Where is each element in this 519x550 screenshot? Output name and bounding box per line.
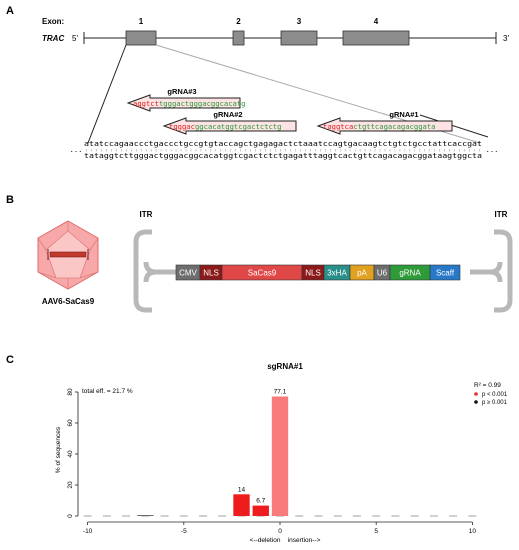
exon-2-number: 2 xyxy=(236,17,241,26)
x-tick-label: -5 xyxy=(181,528,187,535)
dna-left-ellipsis: ... xyxy=(70,146,83,154)
legend-black-dot xyxy=(474,400,478,404)
x-tick-label: 0 xyxy=(278,528,282,535)
cassette-element-label: 3xHA xyxy=(327,269,347,278)
itr-left-stem-bottom xyxy=(143,269,157,283)
cassette-element-label: gRNA xyxy=(399,269,421,278)
vector-name: AAV6-SaCas9 xyxy=(42,297,95,306)
y-axis-title: % of sequences xyxy=(55,426,62,473)
itr-right-label: ITR xyxy=(495,210,508,219)
exon-3 xyxy=(280,30,318,46)
x-tick-label: -10 xyxy=(83,528,93,535)
grna2-seq: tgggacggcacatggtcgactctctg xyxy=(169,122,282,131)
legend-nonsig: p ≥ 0.001 xyxy=(482,400,508,406)
grna2-pam: tgggac xyxy=(169,122,195,131)
aav-capsid-icon xyxy=(37,220,99,290)
y-tick-label: 0 xyxy=(67,514,74,518)
x-tick-label: 5 xyxy=(374,528,378,535)
grna1-label: gRNA#1 xyxy=(389,110,418,119)
legend-red-dot xyxy=(474,392,478,396)
exon-1 xyxy=(125,30,157,46)
bar xyxy=(252,505,269,516)
panel-c-letter: C xyxy=(6,354,14,366)
bar xyxy=(137,515,154,516)
zoom-line-left xyxy=(87,44,127,144)
cassette-element xyxy=(429,264,461,281)
panel-a-letter: A xyxy=(6,5,14,17)
x-tick-label: 10 xyxy=(469,528,477,535)
cassette-element-label: NLS xyxy=(305,269,321,278)
exon-3-number: 3 xyxy=(297,17,302,26)
cassette-element-label: Scaff xyxy=(436,269,455,278)
bar xyxy=(233,494,250,516)
cassette-element-label: SaCas9 xyxy=(248,269,277,278)
bar-value-label: 14 xyxy=(238,486,246,493)
cassette-element-label: U6 xyxy=(377,269,388,278)
chart-title: sgRNA#1 xyxy=(267,362,303,371)
exon-4-number: 4 xyxy=(374,17,379,26)
grna1-pam: taggtca xyxy=(323,122,353,131)
dna-bottom-strand: tataggtcttgggactgggacggcacatggtcgactctct… xyxy=(84,151,482,160)
grna3-arrow xyxy=(126,94,241,112)
grna3-label: gRNA#3 xyxy=(167,87,196,96)
dna-top-strand: atatccagaaccctgaccctgccgtgtaccagctgagaga… xyxy=(84,139,482,148)
indel-chart: 0 20 40 60 80 -10 -5 0 5 10 14 6.7 77.1 xyxy=(67,388,477,535)
bar-value-label: 77.1 xyxy=(274,388,287,395)
itr-left-label: ITR xyxy=(140,210,153,219)
exon-4 xyxy=(342,30,410,46)
y-tick-label: 60 xyxy=(67,419,74,427)
bar-value-label: 6.7 xyxy=(256,498,265,505)
zoom-line-right xyxy=(419,114,489,138)
dna-right-ellipsis: ... xyxy=(486,146,499,154)
y-tick-label: 40 xyxy=(67,450,74,458)
cassette-element-label: pA xyxy=(357,269,367,278)
base-pair-ticks xyxy=(86,149,480,152)
x-axis-title: <--deletion insertion--> xyxy=(250,537,321,544)
grna1-seq: taggtcactgttcagacagacggata xyxy=(323,122,436,131)
grna3-spacer: tgggactgggacggcacatg xyxy=(159,99,246,108)
grna1-arrow xyxy=(316,117,453,135)
cassette-element-label: NLS xyxy=(203,269,219,278)
y-tick-label: 20 xyxy=(67,481,74,489)
y-tick-label: 80 xyxy=(67,388,74,396)
grna1-spacer: ctgttcagacagacggata xyxy=(353,122,435,131)
bar xyxy=(271,396,289,516)
grna3-pam: aggtct xyxy=(133,99,159,108)
r-squared: R² = 0.99 xyxy=(474,382,501,389)
total-efficiency: total eff. = 21.7 % xyxy=(82,388,133,395)
panel-b-letter: B xyxy=(6,194,14,206)
grna2-arrow xyxy=(162,117,297,135)
exon-2 xyxy=(232,30,245,46)
grna2-spacer: ggcacatggtcgactctctg xyxy=(195,122,282,131)
expression-cassette: CMV NLS SaCas9 NLS 3xHA pA U6 gRNA Scaff xyxy=(175,264,461,281)
grna3-seq: aggtcttgggactgggacggcacatg xyxy=(133,99,246,108)
itr-left-hairpin xyxy=(133,229,152,313)
five-prime-label: 5' xyxy=(72,34,78,43)
itr-right-stem-bottom xyxy=(489,269,503,283)
exon-heading: Exon: xyxy=(42,17,64,26)
exon-1-number: 1 xyxy=(139,17,144,26)
grna2-label: gRNA#2 xyxy=(213,110,242,119)
cassette-element-label: CMV xyxy=(179,269,197,278)
itr-right-hairpin xyxy=(494,229,513,313)
gene-name: TRAC xyxy=(42,34,64,43)
legend-sig: p < 0.001 xyxy=(482,392,508,398)
three-prime-label: 3' xyxy=(503,34,509,43)
